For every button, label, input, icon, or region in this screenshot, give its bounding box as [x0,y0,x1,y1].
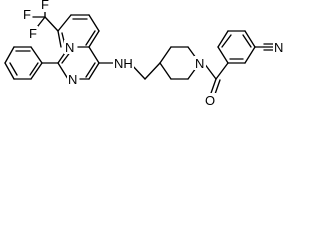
bond-benzene-2 [217,30,229,48]
atom-background-nitrile-nitrogen [273,40,285,54]
bond-ring2-4 [57,62,69,80]
atom-label-f1: F [23,7,31,22]
atom-background-carbonyl-oxygen [204,93,216,107]
bond-phenyl-6-double [29,62,39,76]
bond-benzene-4-double [242,34,252,48]
bond-benzene-4 [244,30,256,48]
atom-label-carbonyl-oxygen: O [205,93,215,108]
atom-label-f2: F [41,0,49,12]
bond-benzene-1 [217,46,229,64]
bond-benzene-5 [244,46,256,64]
atom-background-ring-nitrogen-top [64,40,76,54]
atom-background-f2 [40,0,50,12]
atom-background-ring-nitrogen-bottom [67,72,79,86]
bond-ch2-piperidine [144,62,161,80]
atom-label-ring-nitrogen-bottom: N [68,72,77,87]
bond-phenyl-1 [30,46,43,64]
bond-ring1-3 [88,14,100,32]
bond-benzene-2-double [221,34,232,48]
bond-ring2-2 [88,62,100,80]
bond-ring1-1 [57,14,72,32]
atom-label-nitrile-nitrogen: N [274,40,283,55]
bond-ring1-4-double [85,30,96,46]
atom-label-amine: NH [114,56,133,71]
atom-background-f3 [28,26,38,40]
atom-label-piperidine-nitrogen: N [195,56,204,71]
bond-phenyl-3 [4,46,15,64]
bond-phenyl-4-double [9,62,18,76]
bond-ring2-1 [88,46,100,64]
atom-background-f1 [22,7,32,21]
chemical-structure-diagram: F F F N N NH N O N [4,0,285,108]
atom-background-piperidine-nitrogen [194,56,206,70]
atom-label-layer: F F F N N NH N O N [22,0,285,108]
bond-ring1-4 [88,30,100,48]
atom-label-f3: F [29,26,37,41]
bond-carbonyl-aryl [215,62,229,80]
bond-ring2-2-double [85,62,96,78]
bond-piperidine-1 [159,46,172,64]
bond-piperidine-6 [159,62,172,80]
bond-ring1-6 [57,30,62,48]
bond-layer [4,5,274,98]
bond-phenyl-6 [30,62,43,80]
atom-label-ring-nitrogen-top: N [65,40,74,55]
bond-cf3-ring [44,16,59,32]
bond-phenyl-4 [4,62,15,80]
atom-background-amine [113,56,134,70]
